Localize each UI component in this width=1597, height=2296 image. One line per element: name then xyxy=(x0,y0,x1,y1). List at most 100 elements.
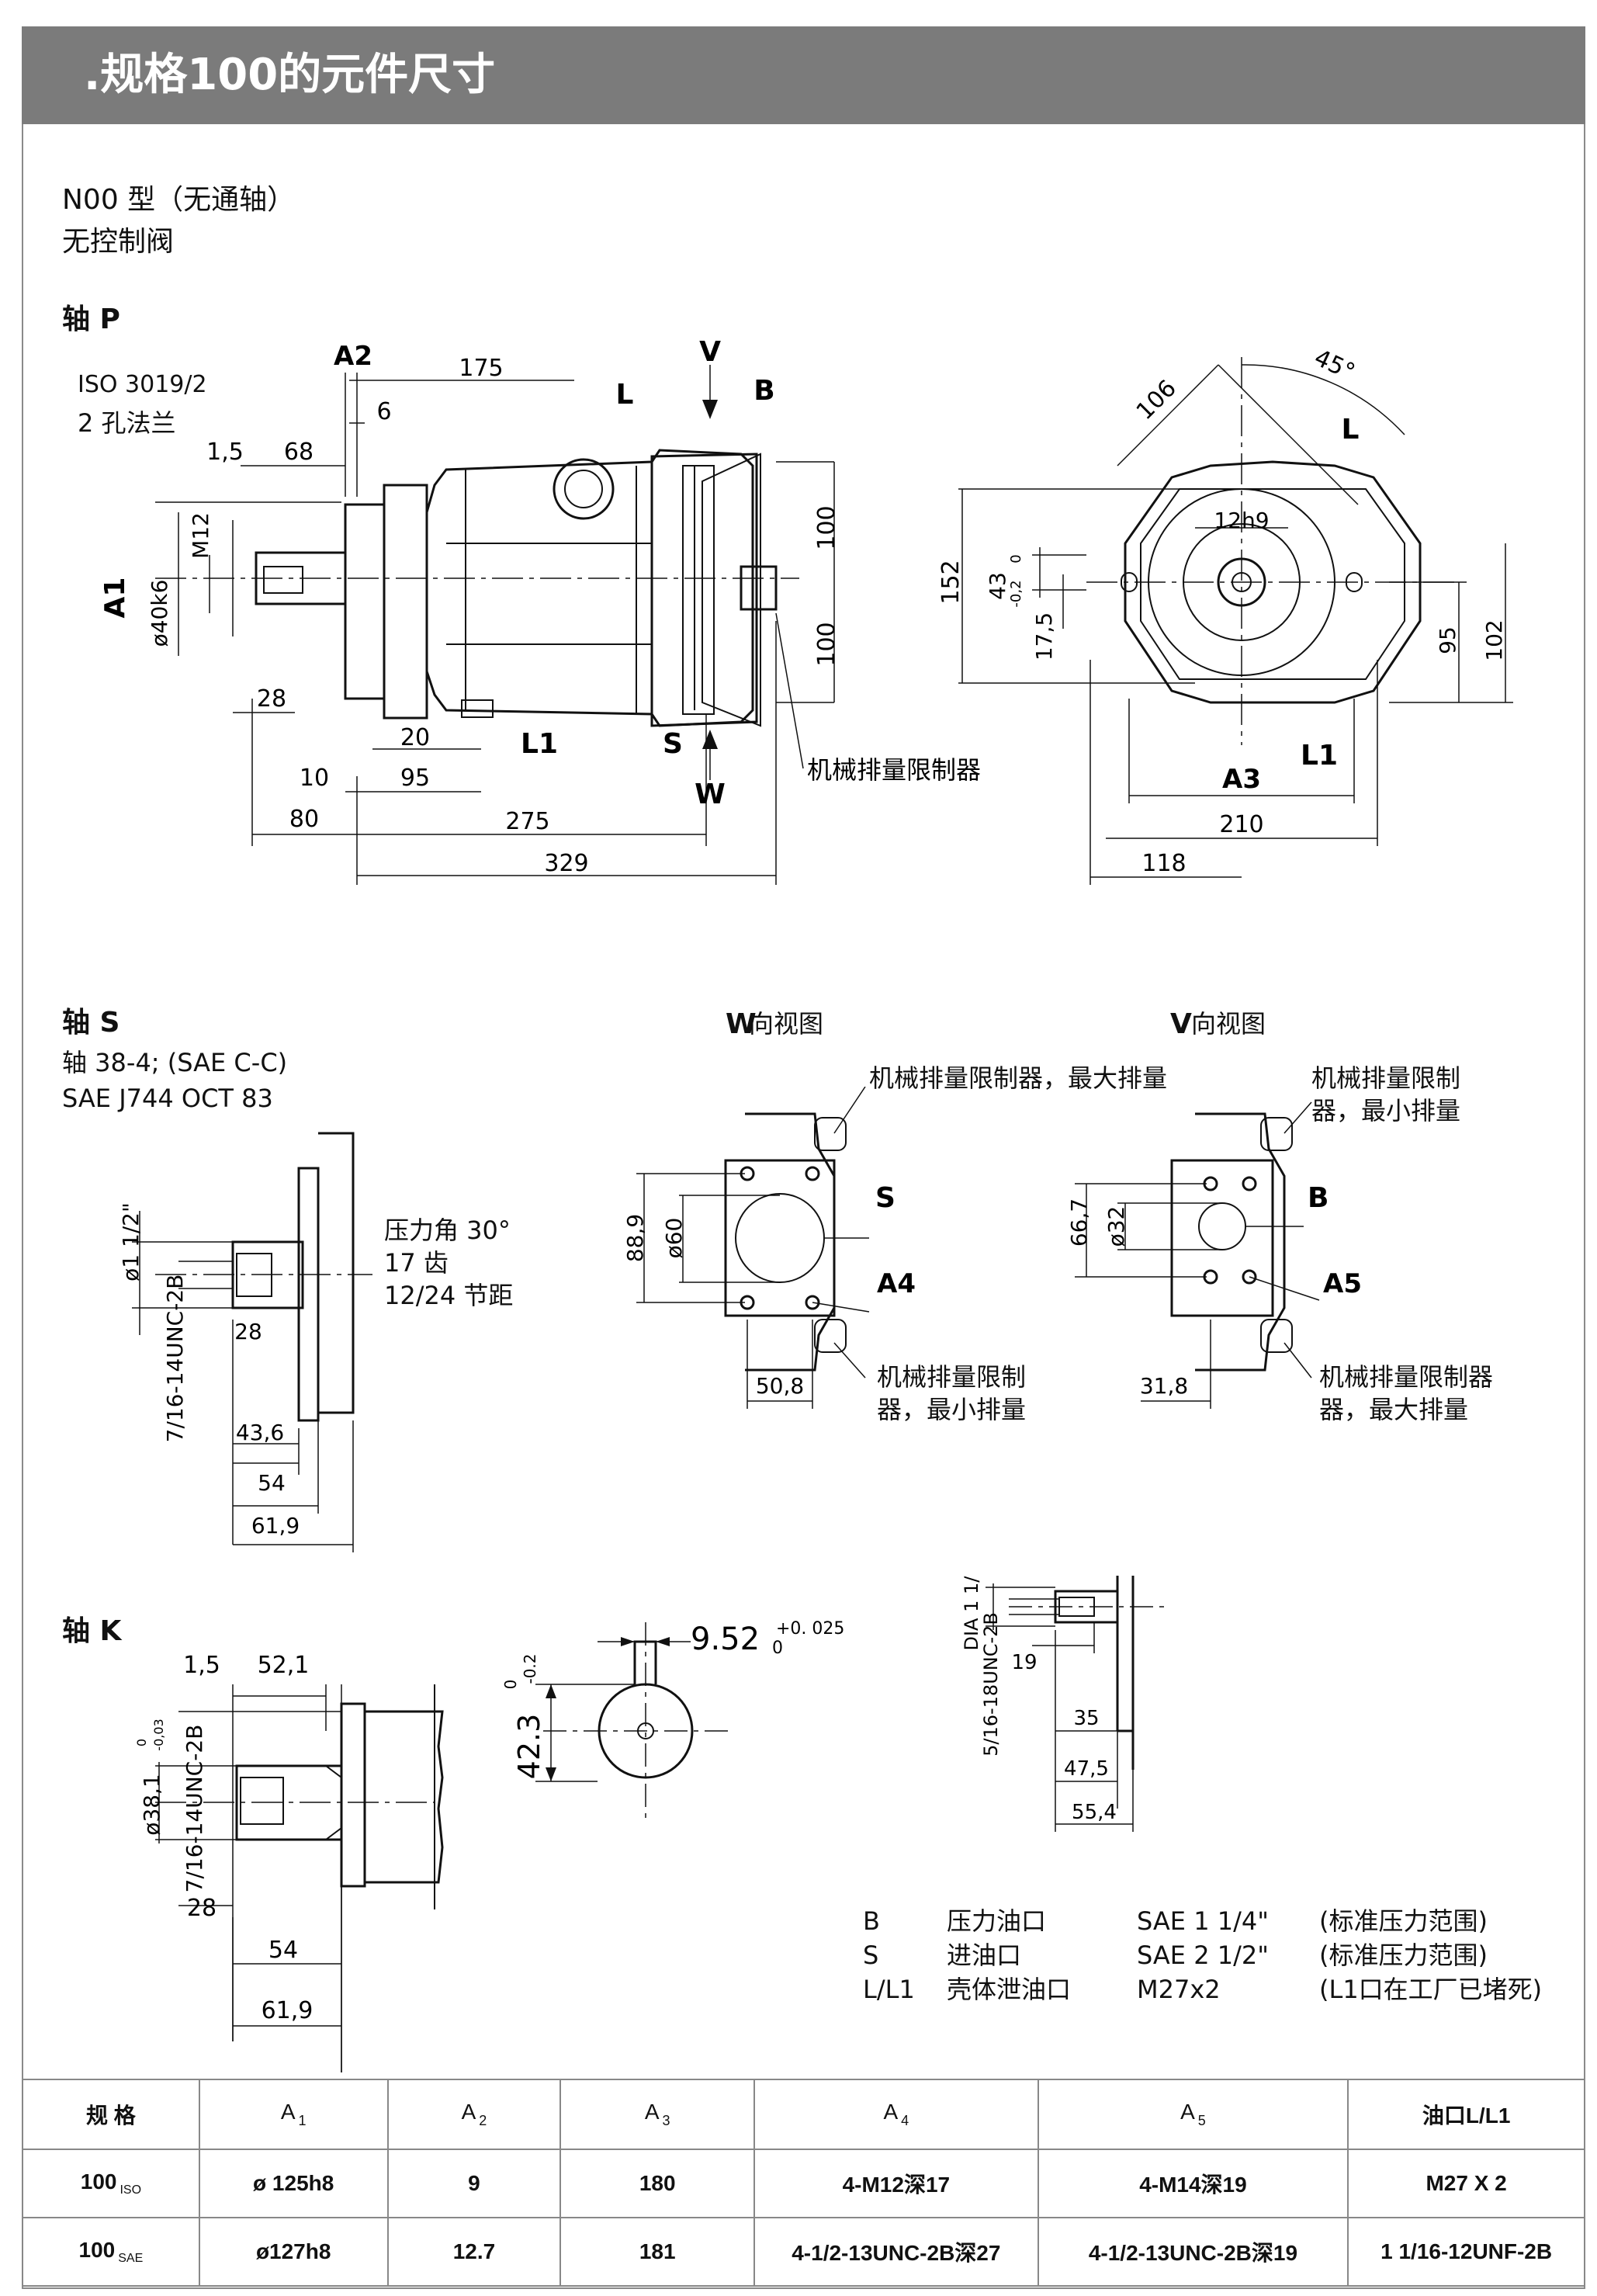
port-dim-55-4: 55,4 xyxy=(1072,1801,1117,1824)
port-thread: 5/16-18UNC-2B xyxy=(980,1612,1002,1757)
dim-45: 45° xyxy=(1310,344,1359,386)
port-l-code: L/L1 xyxy=(863,1975,915,2004)
label-w: W xyxy=(695,779,726,810)
dim-w-50-8: 50,8 xyxy=(756,1373,804,1399)
dim-v-31-8: 31,8 xyxy=(1140,1373,1188,1399)
dim-100-bottom: 100 xyxy=(813,622,840,666)
pressure-angle: 压力角 30° xyxy=(384,1216,511,1245)
cell-a2: 12.7 xyxy=(386,2217,562,2287)
dim-k-52-1: 52,1 xyxy=(258,1652,310,1679)
v-limiter-min-1: 机械排量限制 xyxy=(1311,1063,1461,1093)
label-b: B xyxy=(753,375,774,407)
dim-k-54: 54 xyxy=(268,1937,298,1964)
port-dia: DIA 1 1/4in xyxy=(961,1576,982,1651)
v-limiter-max-2: 器，最大排量 xyxy=(1319,1395,1469,1424)
dim-v-66-7: 66,7 xyxy=(1066,1198,1092,1247)
model-line: N00 型（无通轴） xyxy=(62,184,296,216)
dim-6: 6 xyxy=(376,398,391,425)
port-dim-19: 19 xyxy=(1011,1651,1037,1674)
port-l-name: 壳体泄油口 xyxy=(947,1975,1072,2004)
front-label-l1: L1 xyxy=(1301,740,1338,772)
dim-k-38-tol-top: 0 xyxy=(134,1739,149,1746)
dim-1-5: 1,5 xyxy=(206,439,244,466)
key-width-tol-bottom: 0 xyxy=(772,1639,783,1658)
label-s: S xyxy=(663,728,683,760)
limiter-label: 机械排量限制器 xyxy=(807,755,981,785)
dim-k-1-5: 1,5 xyxy=(183,1652,220,1679)
dim-102: 102 xyxy=(1481,619,1507,661)
header-size: 规 格 xyxy=(22,2079,200,2150)
dim-275: 275 xyxy=(505,808,549,835)
port-b-note: (标准压力范围) xyxy=(1319,1906,1488,1936)
key-height-tol-bottom: -0.2 xyxy=(521,1653,539,1684)
dim-43-tol-top: 0 xyxy=(1008,554,1024,563)
shaft-s-spec-line2: SAE J744 OCT 83 xyxy=(62,1084,273,1113)
dim-k-38-tol-bottom: -0,03 xyxy=(151,1719,166,1750)
dim-329: 329 xyxy=(544,850,588,877)
dim-s-43-6: 43,6 xyxy=(236,1420,284,1445)
cell-a4: 4-1/2-13UNC-2B深27 xyxy=(753,2217,1039,2287)
page-title: .规格100的元件尺寸 xyxy=(22,26,1585,124)
dim-w-88-9: 88,9 xyxy=(622,1214,648,1262)
v-view-title-letter: V xyxy=(1170,1008,1192,1040)
v-label-a5: A5 xyxy=(1323,1268,1362,1299)
shaft-p-heading: 轴 P xyxy=(62,303,120,335)
dim-43-tol-bottom: -0,2 xyxy=(1008,580,1024,607)
dim-v-32: ø32 xyxy=(1103,1206,1129,1247)
label-l1: L1 xyxy=(521,728,558,760)
port-s-size: SAE 2 1/2" xyxy=(1137,1941,1269,1970)
label-l: L xyxy=(616,379,634,411)
dim-s-d1-12: ø1 1/2" xyxy=(118,1202,144,1282)
v-limiter-min-2: 器，最小排量 xyxy=(1311,1096,1461,1125)
dim-k-thread: 7/16-14UNC-2B xyxy=(182,1725,207,1893)
dim-118: 118 xyxy=(1141,850,1186,877)
port-l-size: M27x2 xyxy=(1137,1975,1221,2004)
dim-d40: ø40k6 xyxy=(147,580,172,647)
label-a2: A2 xyxy=(334,341,372,372)
pitch: 12/24 节距 xyxy=(384,1281,514,1310)
flange-standard: ISO 3019/2 xyxy=(78,371,207,398)
dim-s-54: 54 xyxy=(258,1470,286,1496)
dim-100-top: 100 xyxy=(813,505,840,550)
dim-20: 20 xyxy=(400,724,430,751)
cell-a5: 4-1/2-13UNC-2B深19 xyxy=(1037,2217,1349,2287)
dim-12h9: 12h9 xyxy=(1214,508,1269,533)
port-s-code: S xyxy=(863,1941,879,1970)
dim-95-front: 95 xyxy=(1435,626,1460,654)
valve-line: 无控制阀 xyxy=(62,226,175,258)
dim-w-60: ø60 xyxy=(661,1218,687,1259)
port-b-size: SAE 1 1/4" xyxy=(1137,1906,1269,1936)
key-height-tol-top: 0 xyxy=(501,1680,520,1690)
dim-106: 106 xyxy=(1131,375,1182,425)
dim-m12: M12 xyxy=(188,512,213,559)
cell-a1: ø127h8 xyxy=(198,2217,389,2287)
key-height: 42.3 xyxy=(512,1714,546,1780)
shaft-k-heading: 轴 K xyxy=(62,1615,122,1647)
port-b-code: B xyxy=(863,1906,880,1936)
dim-10: 10 xyxy=(300,765,329,792)
shaft-s-heading: 轴 S xyxy=(62,1007,120,1039)
w-view-title-letter: W xyxy=(726,1008,757,1040)
dim-152: 152 xyxy=(937,560,965,604)
dim-s-61-9: 61,9 xyxy=(251,1513,300,1538)
port-dim-47-5: 47,5 xyxy=(1064,1757,1109,1781)
dim-k-61-9: 61,9 xyxy=(262,1997,314,2024)
port-s-note: (标准压力范围) xyxy=(1319,1941,1488,1970)
shaft-s-and-views-drawing: ø1 1/2" 7/16-14UNC-2B 28 43,6 54 61,9 88… xyxy=(118,1087,1362,1552)
dim-68: 68 xyxy=(284,439,314,466)
label-v: V xyxy=(699,336,721,368)
header-port: 油口L/L1 xyxy=(1347,2079,1585,2150)
port-b-name: 压力油口 xyxy=(947,1906,1047,1936)
side-view-drawing: 175 6 1,5 68 100 100 M12 ø40k6 28 20 10 … xyxy=(99,336,1513,885)
dim-17-5: 17,5 xyxy=(1031,612,1057,661)
dim-43: 43 xyxy=(985,572,1010,600)
front-label-a3: A3 xyxy=(1222,764,1261,795)
